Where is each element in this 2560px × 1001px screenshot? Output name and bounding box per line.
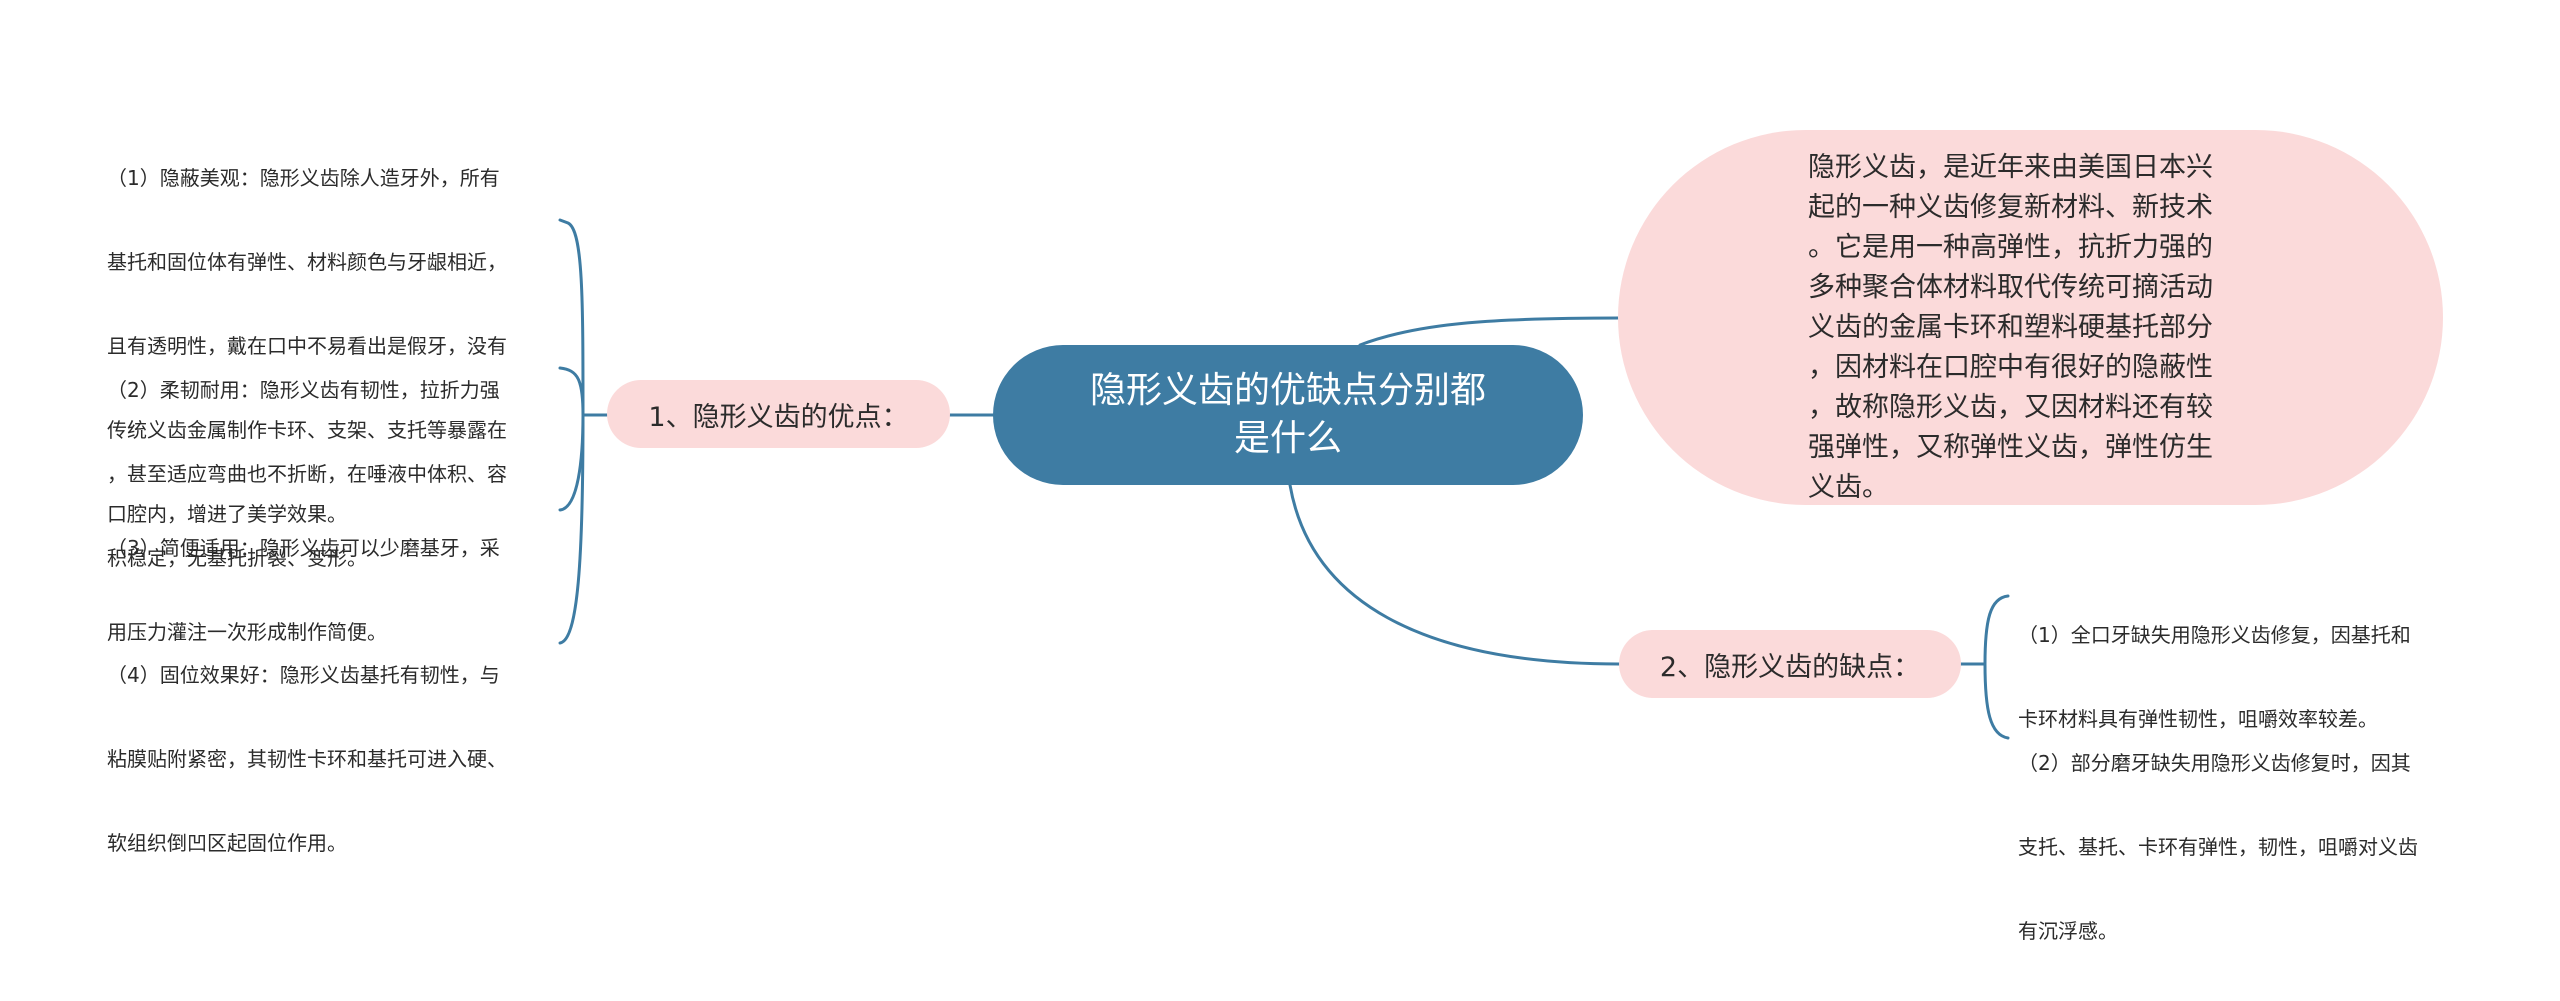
- description-node[interactable]: 隐形义齿，是近年来由美国日本兴 起的一种义齿修复新材料、新技术 。它是用一种高弹…: [1618, 130, 2443, 505]
- description-line: 强弹性，又称弹性义齿，弹性仿生: [1808, 432, 2213, 463]
- leaf-line: 卡环材料具有弹性韧性，咀嚼效率较差。: [2018, 707, 2378, 731]
- root-topic-line-2: 是什么: [1233, 418, 1342, 459]
- edge-disadvantages-leaf-1: [1983, 594, 2010, 666]
- description-line: 义齿。: [1808, 472, 1889, 503]
- advantage-leaf-1[interactable]: （1）隐蔽美观：隐形义齿除人造牙外，所有 基托和固位体有弹性、材料颜色与牙龈相近…: [107, 108, 507, 584]
- leaf-line: 软组织倒凹区起固位作用。: [107, 831, 347, 855]
- leaf-line: 且有透明性，戴在口中不易看出是假牙，没有: [107, 334, 507, 358]
- description-line: 多种聚合体材料取代传统可摘活动: [1808, 272, 2213, 303]
- leaf-line: 有沉浮感。: [2018, 919, 2118, 943]
- leaf-line: 基托和固位体有弹性、材料颜色与牙龈相近，: [107, 250, 507, 274]
- advantage-leaf-3[interactable]: （3）简便适用：隐形义齿可以少磨基牙，采 用压力灌注一次形成制作简便。: [107, 478, 500, 702]
- description-line: 。它是用一种高弹性，抗折力强的: [1808, 232, 2213, 263]
- leaf-line: 支托、基托、卡环有弹性，韧性，咀嚼对义齿: [2018, 835, 2418, 859]
- description-line: 义齿的金属卡环和塑料硬基托部分: [1808, 312, 2213, 343]
- description-line: 隐形义齿，是近年来由美国日本兴: [1808, 152, 2213, 183]
- disadvantage-leaf-2[interactable]: （2）部分磨牙缺失用隐形义齿修复时，因其 支托、基托、卡环有弹性，韧性，咀嚼对义…: [2018, 693, 2418, 1001]
- leaf-line: （1）全口牙缺失用隐形义齿修复，因基托和: [2018, 623, 2411, 647]
- leaf-line: （2）柔韧耐用：隐形义齿有韧性，拉折力强: [107, 378, 500, 402]
- leaf-line: 口腔内，增进了美学效果。: [107, 502, 347, 526]
- edge-disadvantages-leaf-2: [1983, 662, 2010, 740]
- leaf-line: 传统义齿金属制作卡环、支架、支托等暴露在: [107, 418, 507, 442]
- description-line: ，故称隐形义齿，又因材料还有较: [1808, 392, 2213, 423]
- leaf-line: （1）隐蔽美观：隐形义齿除人造牙外，所有: [107, 166, 500, 190]
- edge-advantages-leaf-3: [558, 413, 585, 512]
- description-line: ，因材料在口腔中有很好的隐蔽性: [1808, 352, 2213, 383]
- branch-disadvantages-label: 2、隐形义齿的缺点：: [1659, 651, 1921, 683]
- root-topic-line-1: 隐形义齿的优缺点分别都: [1089, 370, 1486, 411]
- connector-lines: [558, 218, 2010, 740]
- leaf-line: （3）简便适用：隐形义齿可以少磨基牙，采: [107, 536, 500, 560]
- advantage-leaf-2[interactable]: （2）柔韧耐用：隐形义齿有韧性，拉折力强 ，甚至适应弯曲也不折断，在唾液中体积、…: [107, 320, 507, 628]
- leaf-line: ，甚至适应弯曲也不折断，在唾液中体积、容: [107, 462, 507, 486]
- leaf-line: 积稳定，无基托折裂、变形。: [107, 546, 367, 570]
- branch-disadvantages-node[interactable]: 2、隐形义齿的缺点：: [1619, 630, 1961, 698]
- edge-advantages-leaf-4: [558, 413, 585, 645]
- leaf-line: （4）固位效果好：隐形义齿基托有韧性，与: [107, 663, 500, 687]
- leaf-line: 粘膜贴附紧密，其韧性卡环和基托可进入硬、: [107, 747, 507, 771]
- description-line: 起的一种义齿修复新材料、新技术: [1808, 192, 2213, 223]
- edge-root-to-description: [1358, 316, 1622, 347]
- branch-advantages-node[interactable]: 1、隐形义齿的优点：: [607, 380, 950, 448]
- leaf-line: 用压力灌注一次形成制作简便。: [107, 620, 387, 644]
- branch-advantages-label: 1、隐形义齿的优点：: [648, 401, 909, 433]
- advantage-leaf-4[interactable]: （4）固位效果好：隐形义齿基托有韧性，与 粘膜贴附紧密，其韧性卡环和基托可进入硬…: [107, 605, 507, 913]
- root-topic-node[interactable]: 隐形义齿的优缺点分别都 是什么: [993, 345, 1583, 485]
- edge-root-to-disadvantages: [1288, 483, 1621, 666]
- edge-advantages-leaf-1: [558, 218, 585, 417]
- mind-map-canvas: 隐形义齿的优缺点分别都 是什么 隐形义齿，是近年来由美国日本兴 起的一种义齿修复…: [107, 108, 2443, 943]
- disadvantage-leaf-1[interactable]: （1）全口牙缺失用隐形义齿修复，因基托和 卡环材料具有弹性韧性，咀嚼效率较差。: [2018, 565, 2411, 789]
- leaf-line: （2）部分磨牙缺失用隐形义齿修复时，因其: [2018, 751, 2411, 775]
- edge-advantages-leaf-2: [558, 366, 585, 417]
